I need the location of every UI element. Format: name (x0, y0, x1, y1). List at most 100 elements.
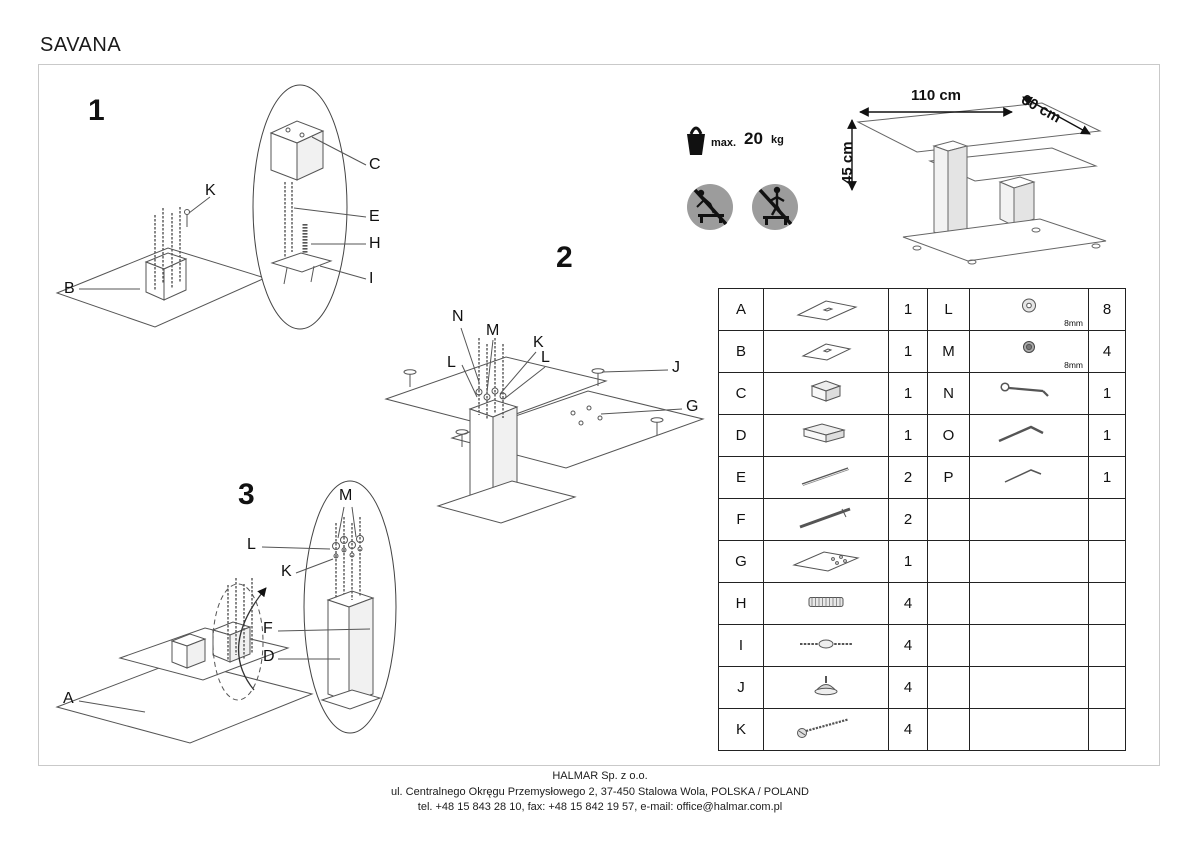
parts-row: E 2 P 1 (718, 456, 1126, 499)
part-icon-i (763, 624, 889, 667)
part-qty (1088, 708, 1126, 751)
part-letter: L (927, 288, 970, 331)
part-icon-e (763, 456, 889, 499)
step2-label-l-left: L (447, 354, 456, 371)
content-frame (38, 64, 1160, 766)
step3-label-k: K (281, 563, 292, 580)
part-qty: 1 (888, 414, 928, 457)
part-letter: N (927, 372, 970, 415)
part-size-note: 8mm (1064, 359, 1083, 370)
part-letter: J (718, 666, 764, 709)
part-letter: P (927, 456, 970, 499)
parts-row: A 1 L 8mm 8 (718, 288, 1126, 331)
step1-label-e: E (369, 208, 380, 225)
dimension-width-label: 110 cm (910, 87, 962, 104)
part-letter (927, 540, 970, 583)
step3-label-a: A (63, 690, 74, 707)
part-qty: 4 (888, 708, 928, 751)
part-letter: G (718, 540, 764, 583)
part-qty: 1 (1088, 414, 1126, 457)
part-icon-m: 8mm (969, 330, 1089, 373)
part-size-note: 8mm (1064, 317, 1083, 328)
empty-cell (969, 666, 1089, 709)
part-qty: 1 (888, 540, 928, 583)
kettlebell-icon (687, 126, 705, 155)
part-icon-j (763, 666, 889, 709)
part-letter: B (718, 330, 764, 373)
part-qty: 1 (1088, 456, 1126, 499)
step2-exploded-view (384, 327, 705, 524)
part-icon-f (763, 498, 889, 541)
footer: HALMAR Sp. z o.o. ul. Centralnego Okręgu… (0, 769, 1200, 816)
footer-company: HALMAR Sp. z o.o. (552, 770, 648, 782)
empty-cell (969, 540, 1089, 583)
step1-exploded-view (55, 84, 367, 330)
step2-label-j: J (672, 359, 680, 376)
step2-label-m: M (486, 322, 500, 339)
part-icon-p (969, 456, 1089, 499)
part-letter (927, 708, 970, 751)
part-letter: D (718, 414, 764, 457)
parts-row: I 4 (718, 624, 1126, 667)
part-qty: 4 (888, 666, 928, 709)
part-qty (1088, 624, 1126, 667)
step2-label-n: N (452, 308, 464, 325)
part-qty: 2 (888, 498, 928, 541)
step3-label-f: F (263, 620, 273, 637)
part-qty: 4 (1088, 330, 1126, 373)
empty-cell (969, 498, 1089, 541)
step1-label-k: K (205, 182, 216, 199)
part-qty (1088, 582, 1126, 625)
part-letter: M (927, 330, 970, 373)
parts-row: D 1 O 1 (718, 414, 1126, 457)
empty-cell (969, 582, 1089, 625)
no-standing-icon (752, 184, 798, 230)
part-qty: 1 (888, 288, 928, 331)
max-weight-value: 20 (744, 129, 763, 148)
part-qty: 4 (888, 624, 928, 667)
part-qty: 1 (888, 372, 928, 415)
step3-number: 3 (238, 478, 255, 511)
part-letter: C (718, 372, 764, 415)
part-qty: 1 (1088, 372, 1126, 415)
part-qty: 1 (888, 330, 928, 373)
dimensions-drawing (847, 96, 1107, 265)
part-qty: 4 (888, 582, 928, 625)
empty-cell (969, 624, 1089, 667)
part-letter: E (718, 456, 764, 499)
parts-row: K 4 (718, 708, 1126, 751)
parts-row: F 2 (718, 498, 1126, 541)
step1-label-i: I (369, 270, 374, 287)
parts-row: C 1 N 1 (718, 372, 1126, 415)
step3-label-l: L (247, 536, 256, 553)
part-icon-n (969, 372, 1089, 415)
part-letter (927, 624, 970, 667)
part-icon-c (763, 372, 889, 415)
step2-number: 2 (556, 241, 573, 274)
part-qty (1088, 666, 1126, 709)
step2-label-l-right: L (541, 349, 550, 366)
part-icon-d (763, 414, 889, 457)
part-icon-g (763, 540, 889, 583)
step1-number: 1 (88, 94, 105, 127)
footer-address: ul. Centralnego Okręgu Przemysłowego 2, … (390, 785, 809, 798)
part-letter: H (718, 582, 764, 625)
part-icon-h (763, 582, 889, 625)
parts-row: B 1 M 8mm 4 (718, 330, 1126, 373)
part-qty (1088, 498, 1126, 541)
part-letter: I (718, 624, 764, 667)
part-letter (927, 582, 970, 625)
part-letter: K (718, 708, 764, 751)
parts-table: A 1 L 8mm 8 B 1 M (718, 288, 1126, 751)
step1-label-h: H (369, 235, 381, 252)
step2-label-g: G (686, 398, 699, 415)
part-qty: 2 (888, 456, 928, 499)
part-letter (927, 666, 970, 709)
step3-exploded-view (55, 480, 397, 744)
part-letter: A (718, 288, 764, 331)
dimension-height-label: 45 cm (839, 141, 856, 184)
step1-label-c: C (369, 156, 381, 173)
part-qty: 8 (1088, 288, 1126, 331)
